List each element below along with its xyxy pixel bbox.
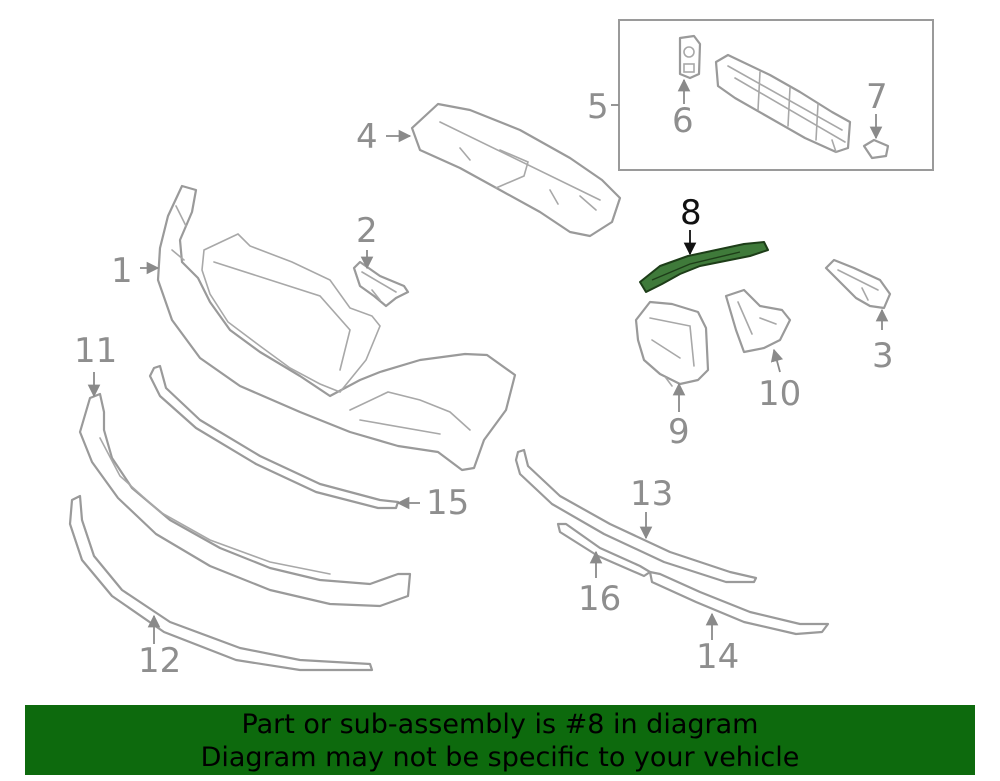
callout-labels: 1 2 3 4 5 6 7 8 9 10 11 12 13 14 15 16 (74, 77, 894, 681)
inset-box-part-5 (611, 19, 934, 171)
callout-2: 2 (356, 211, 378, 251)
callout-15: 15 (426, 483, 469, 523)
callout-1: 1 (111, 251, 133, 291)
parts-diagram: 1 2 3 4 5 6 7 8 9 10 11 12 13 14 15 16 (68, 19, 934, 681)
banner-line-part: Part or sub-assembly is #8 in diagram (241, 709, 759, 740)
leader-lines (87, 78, 889, 644)
callout-14: 14 (696, 637, 739, 677)
part-1-bumper-cover[interactable] (156, 184, 517, 472)
callout-12: 12 (138, 641, 181, 681)
part-14-strip[interactable] (648, 570, 830, 636)
callout-3: 3 (872, 336, 894, 376)
part-13-strip[interactable] (514, 448, 758, 584)
part-12-trim[interactable] (68, 494, 374, 672)
callout-6: 6 (672, 101, 694, 141)
part-10-bracket[interactable] (724, 288, 792, 354)
callout-10: 10 (758, 374, 801, 414)
part-3-bracket[interactable] (824, 258, 892, 310)
part-7-clip[interactable] (862, 138, 890, 160)
callout-9: 9 (668, 412, 690, 452)
callout-8: 8 (680, 193, 702, 233)
callout-11: 11 (74, 331, 117, 371)
notice-banner: Part or sub-assembly is #8 in diagram Di… (25, 705, 975, 775)
callout-5: 5 (587, 87, 609, 127)
part-8-highlighted-bracket[interactable] (639, 241, 769, 293)
part-9-bracket[interactable] (634, 300, 710, 387)
banner-line-disclaimer: Diagram may not be specific to your vehi… (200, 742, 800, 773)
callout-7: 7 (866, 77, 888, 117)
part-5-bracket[interactable] (714, 53, 852, 154)
part-2-bracket[interactable] (352, 260, 410, 308)
callout-4: 4 (356, 117, 378, 157)
part-4-cover[interactable] (410, 102, 622, 238)
part-11-valance[interactable] (78, 392, 412, 608)
callout-16: 16 (578, 579, 621, 619)
part-6-clip[interactable] (678, 34, 702, 80)
callout-13: 13 (630, 474, 673, 514)
